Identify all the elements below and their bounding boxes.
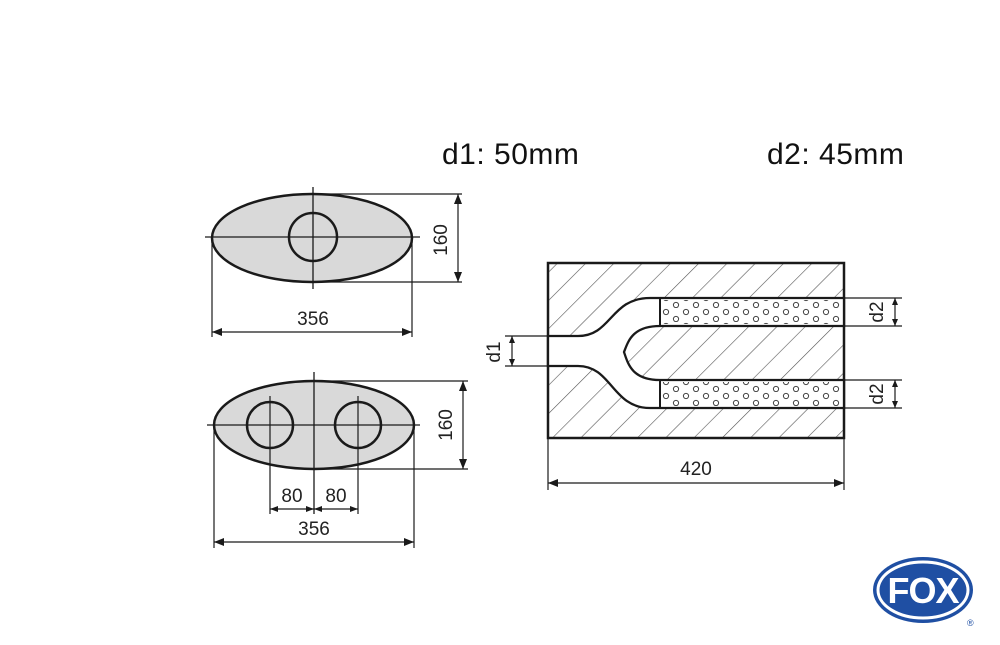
bottom-oval-width-label: 356 [298,519,330,540]
section-outlet-bottom-label: d2 [867,383,888,404]
muffler-section-view: d1 d2 d2 420 [484,261,902,490]
d2-spec-label: d2: 45mm [767,138,905,171]
section-inlet-label: d1 [484,341,505,362]
section-channel [546,296,846,410]
section-perforated-bottom [662,382,842,406]
section-outlet-top-label: d2 [867,301,888,322]
fox-logo-text: FOX [887,570,959,611]
section-perforated-top [662,300,842,324]
fox-logo: FOX ® [873,557,974,628]
d1-spec-label: d1: 50mm [442,138,580,171]
top-oval-height-label: 160 [431,224,452,256]
bottom-oval-offset-left-label: 80 [281,486,302,507]
top-oval-width-label: 356 [297,309,329,330]
bottom-oval-height-label: 160 [436,409,457,441]
top-oval-view: 160 356 [205,187,462,337]
fox-logo-registered-mark: ® [967,618,974,628]
bottom-oval-view: 160 80 80 356 [207,372,468,548]
section-length-label: 420 [680,459,712,480]
bottom-oval-offset-right-label: 80 [325,486,346,507]
